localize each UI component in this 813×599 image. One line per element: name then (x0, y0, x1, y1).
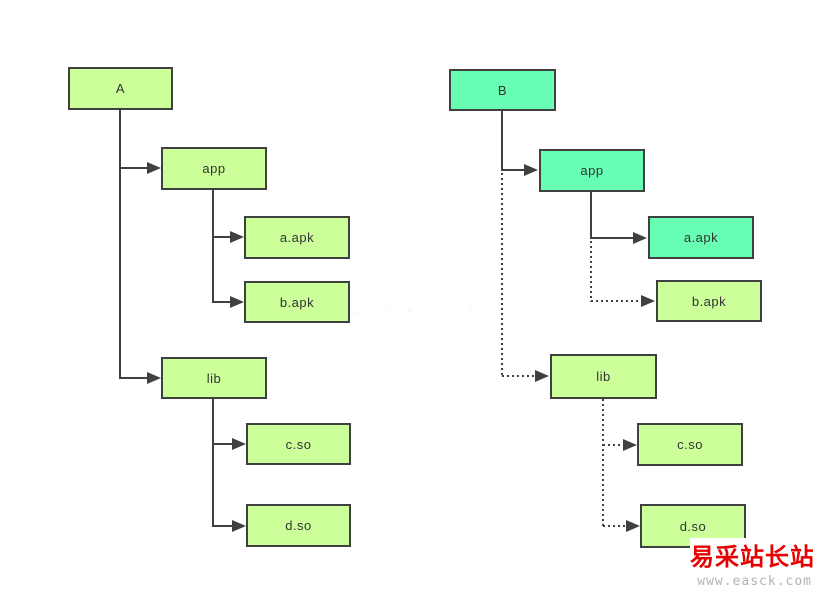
node-b-a-apk: a.apk (648, 216, 754, 259)
edge-b-app-trunk-dotted (590, 241, 592, 302)
edge-b-to-app (502, 169, 525, 171)
node-b-lib: lib (550, 354, 657, 399)
arrowhead-b-b-apk (641, 295, 655, 307)
edge-a-lib-trunk (212, 399, 214, 527)
node-b-c-so: c.so (637, 423, 743, 466)
edge-b-lib-to-c-so-dotted (603, 444, 624, 446)
edge-b-trunk-dotted (501, 173, 503, 377)
node-b-root: B (449, 69, 556, 111)
arrowhead-b-a-apk (633, 232, 647, 244)
node-a-c-so: c.so (246, 423, 351, 465)
node-b-app: app (539, 149, 645, 192)
edge-app-to-a-apk (213, 236, 231, 238)
node-a-b-apk: b.apk (244, 281, 350, 323)
erased-watermark-ghost: · - · (445, 298, 502, 317)
edge-lib-to-d-so (213, 525, 233, 527)
node-a-d-so: d.so (246, 504, 351, 547)
node-a-a-apk: a.apk (244, 216, 350, 259)
edge-b-trunk-solid (501, 111, 503, 171)
arrowhead-b-d-so (626, 520, 640, 532)
arrowhead-a-c-so (232, 438, 246, 450)
arrowhead-a-app (147, 162, 161, 174)
node-b-b-apk: b.apk (656, 280, 762, 322)
edge-app-to-b-apk (213, 301, 231, 303)
site-watermark: 易采站长站 www.easck.com (690, 538, 813, 599)
node-a-root: A (68, 67, 173, 110)
edge-a-to-lib (120, 377, 148, 379)
site-watermark-url: www.easck.com (697, 574, 812, 589)
edge-b-app-to-a-apk (591, 237, 634, 239)
edge-b-lib-to-d-so-dotted (603, 525, 627, 527)
edge-b-to-lib-dotted (502, 375, 536, 377)
arrowhead-a-a-apk (230, 231, 244, 243)
edge-a-to-app (120, 167, 148, 169)
arrowhead-b-c-so (623, 439, 637, 451)
edge-a-trunk (119, 110, 121, 379)
edge-a-app-trunk (212, 190, 214, 303)
edge-b-app-trunk-solid (590, 192, 592, 239)
node-a-app: app (161, 147, 267, 190)
edge-b-lib-trunk-dotted (602, 399, 604, 527)
arrowhead-b-lib (535, 370, 549, 382)
arrowhead-a-b-apk (230, 296, 244, 308)
site-watermark-name: 易采站长站 (690, 542, 813, 571)
edge-b-app-to-b-apk-dotted (591, 300, 642, 302)
edge-lib-to-c-so (213, 443, 233, 445)
node-a-lib: lib (161, 357, 267, 399)
arrowhead-b-app (524, 164, 538, 176)
arrowhead-a-lib (147, 372, 161, 384)
arrowhead-a-d-so (232, 520, 246, 532)
